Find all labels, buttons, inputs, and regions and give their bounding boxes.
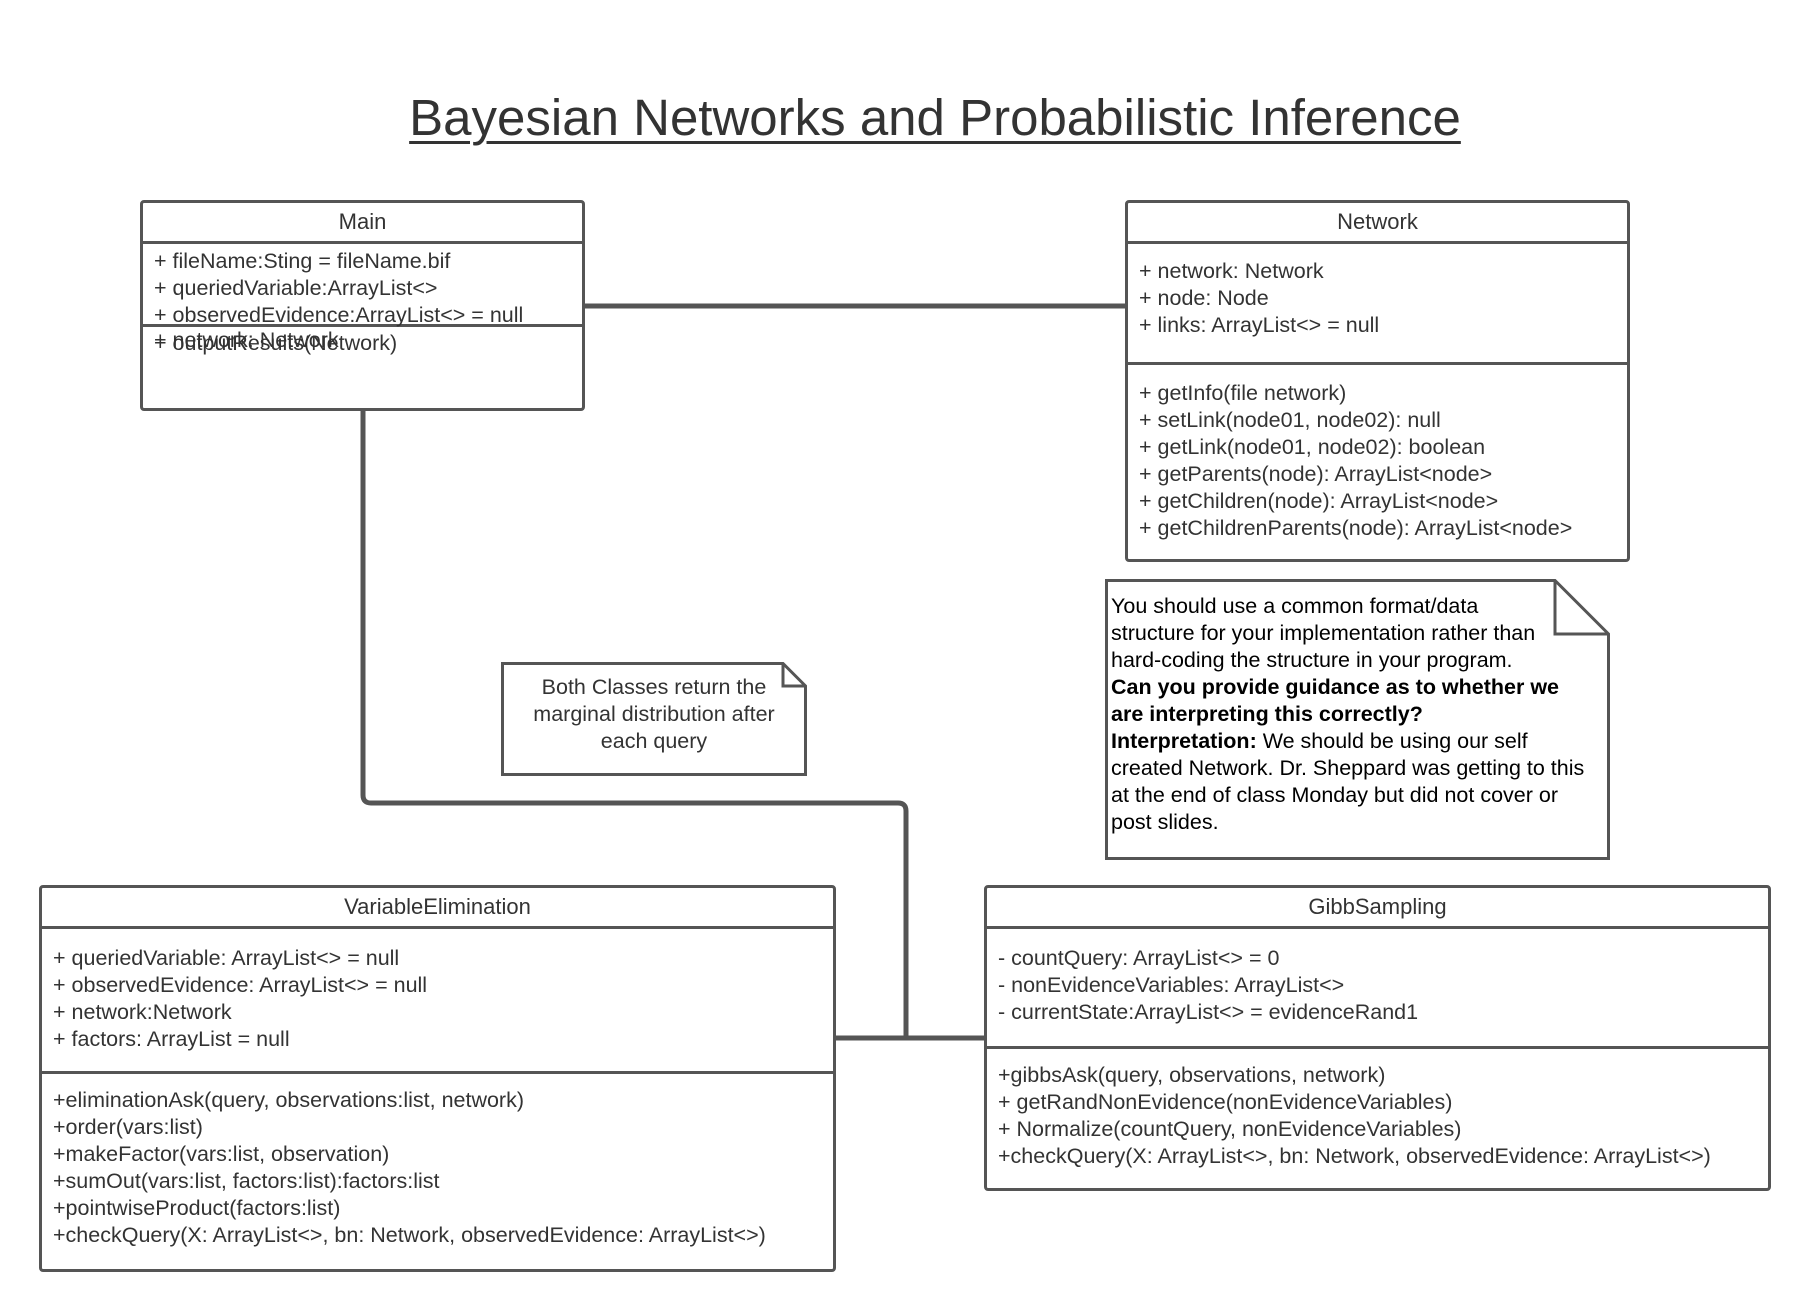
- note-marginal-distribution[interactable]: Both Classes return the marginal distrib…: [501, 662, 807, 776]
- attribute: + observedEvidence: ArrayList<> = null: [53, 973, 428, 997]
- diagram-title: Bayesian Networks and Probabilistic Infe…: [409, 89, 1461, 146]
- operation: + getRandNonEvidence(nonEvidenceVariable…: [998, 1090, 1453, 1114]
- note-line: structure for your implementation rather…: [1111, 621, 1536, 645]
- operation: + Normalize(countQuery, nonEvidenceVaria…: [998, 1117, 1462, 1141]
- operation: +order(vars:list): [53, 1115, 203, 1139]
- note-text: You should use a common format/data stru…: [1111, 593, 1584, 836]
- note-line: You should use a common format/data: [1111, 594, 1479, 618]
- class-operations: +eliminationAsk(query, observations:list…: [42, 1074, 833, 1269]
- note-guidance[interactable]: You should use a common format/data stru…: [1105, 579, 1610, 860]
- class-name: VariableElimination: [42, 888, 833, 929]
- operation: + getParents(node): ArrayList<node>: [1139, 462, 1493, 486]
- class-name: Network: [1128, 203, 1627, 244]
- interpretation-label: Interpretation:: [1111, 729, 1257, 753]
- attribute: + fileName:Sting = fileName.bif: [154, 249, 451, 273]
- class-attributes: - countQuery: ArrayList<> = 0 - nonEvide…: [987, 929, 1768, 1049]
- class-operations: + getInfo(file network) + setLink(node01…: [1128, 365, 1627, 559]
- note-shape: [1105, 579, 1610, 860]
- class-name: Main: [143, 203, 582, 244]
- class-gibb-sampling[interactable]: GibbSampling - countQuery: ArrayList<> =…: [984, 885, 1771, 1191]
- attribute: + network: Network: [154, 328, 339, 352]
- note-line: each query: [600, 729, 708, 753]
- class-attributes: + fileName:Sting = fileName.bif + querie…: [143, 244, 582, 352]
- note-line: at the end of class Monday but did not c…: [1111, 783, 1558, 807]
- attribute: - countQuery: ArrayList<> = 0: [998, 946, 1280, 970]
- operation: + getChildren(node): ArrayList<node>: [1139, 489, 1499, 513]
- operation: +checkQuery(X: ArrayList<>, bn: Network,…: [998, 1144, 1711, 1168]
- note-line: created Network. Dr. Sheppard was gettin…: [1111, 756, 1585, 780]
- class-main[interactable]: Main + fileName:Sting = fileName.bif + q…: [140, 200, 585, 411]
- class-network[interactable]: Network + network: Network + node: Node …: [1125, 200, 1630, 562]
- operation: +checkQuery(X: ArrayList<>, bn: Network,…: [53, 1223, 766, 1247]
- note-question-line: Can you provide guidance as to whether w…: [1111, 675, 1560, 699]
- attribute: - currentState:ArrayList<> = evidenceRan…: [998, 1000, 1419, 1024]
- operation: +pointwiseProduct(factors:list): [53, 1196, 341, 1220]
- operation: + getLink(node01, node02): boolean: [1139, 435, 1486, 459]
- main-bus-connector: [360, 410, 909, 1038]
- class-attributes: + network: Network + node: Node + links:…: [1128, 244, 1627, 365]
- attribute: + links: ArrayList<> = null: [1139, 313, 1380, 337]
- attribute: + network:Network: [53, 1000, 232, 1024]
- attribute: + network: Network: [1139, 259, 1324, 283]
- note-line: post slides.: [1111, 810, 1219, 834]
- class-name: GibbSampling: [987, 888, 1768, 929]
- attribute: + queriedVariable:ArrayList<>: [154, 276, 438, 300]
- class-variable-elimination[interactable]: VariableElimination + queriedVariable: A…: [39, 885, 836, 1272]
- class-operations: +gibbsAsk(query, observations, network) …: [987, 1049, 1768, 1188]
- operation: + getInfo(file network): [1139, 381, 1347, 405]
- attribute: + node: Node: [1139, 286, 1269, 310]
- operation: +sumOut(vars:list, factors:list):factors…: [53, 1169, 440, 1193]
- note-text: Both Classes return the marginal distrib…: [501, 674, 807, 755]
- attribute: + queriedVariable: ArrayList<> = null: [53, 946, 400, 970]
- interpretation-text: We should be using our self: [1256, 729, 1528, 753]
- note-question-line: are interpreting this correctly?: [1111, 702, 1423, 726]
- note-line: hard-coding the structure in your progra…: [1111, 648, 1513, 672]
- note-shape: [501, 662, 807, 776]
- class-attributes: + queriedVariable: ArrayList<> = null + …: [42, 929, 833, 1074]
- attribute: + factors: ArrayList = null: [53, 1027, 290, 1051]
- operation: +makeFactor(vars:list, observation): [53, 1142, 390, 1166]
- operation: + outputResults(Network): [154, 331, 398, 355]
- note-interpretation-line: Interpretation: We should be using our s…: [1111, 728, 1584, 755]
- note-line: marginal distribution after: [533, 702, 775, 726]
- class-operations: + outputResults(Network): [143, 327, 582, 408]
- operation: +gibbsAsk(query, observations, network): [998, 1063, 1386, 1087]
- attribute: - nonEvidenceVariables: ArrayList<>: [998, 973, 1345, 997]
- note-line: Both Classes return the: [541, 675, 767, 699]
- operation: + getChildrenParents(node): ArrayList<no…: [1139, 516, 1573, 540]
- operation: +eliminationAsk(query, observations:list…: [53, 1088, 525, 1112]
- operation: + setLink(node01, node02): null: [1139, 408, 1441, 432]
- attribute: + observedEvidence:ArrayList<> = null: [154, 303, 524, 327]
